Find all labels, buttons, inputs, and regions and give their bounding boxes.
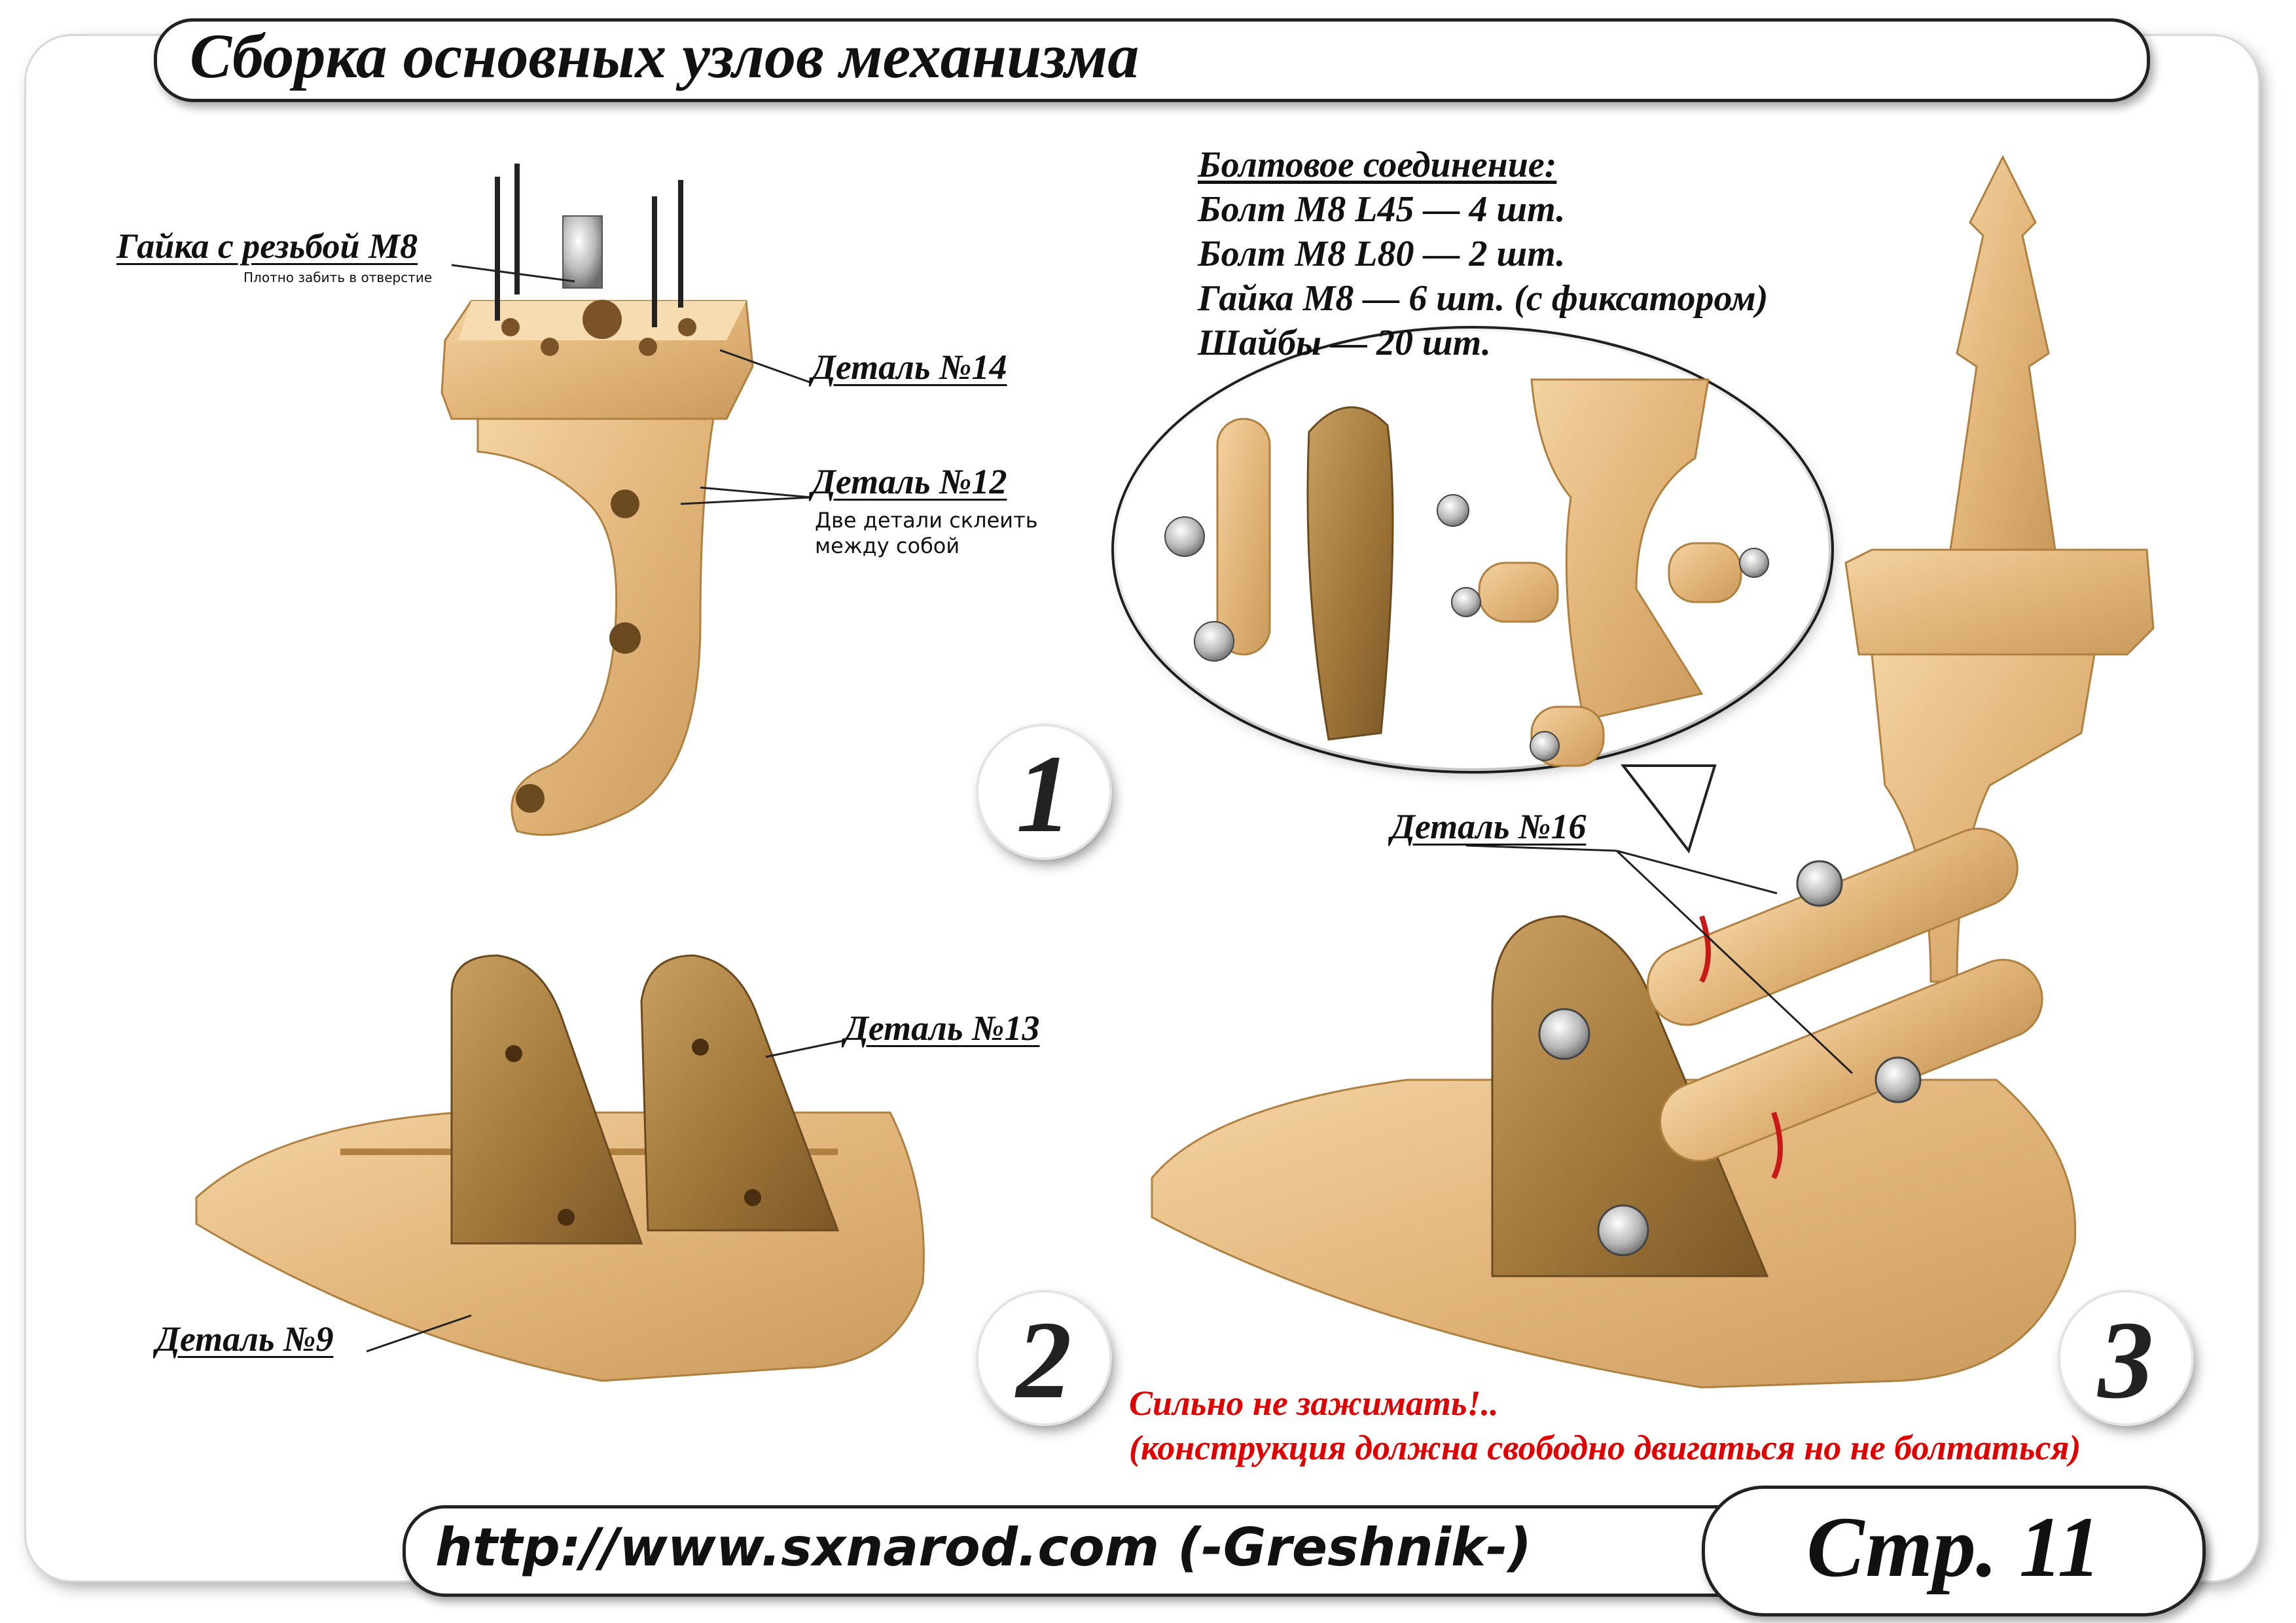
warning-line-2: (конструкция должна свободно двигаться н…	[1129, 1428, 2081, 1467]
bolt-list-item: Болт М8 L80 — 2 шт.	[1198, 234, 1566, 274]
bolt-connection-list: Болтовое соединение: Болт М8 L45 — 4 шт.…	[1198, 143, 1768, 365]
label-part-16: Деталь №16	[1391, 807, 1587, 846]
footer-url[interactable]: http://www.sxnarod.com (-Greshnik-)	[435, 1517, 1532, 1578]
step-badge-1: 1	[978, 726, 1109, 857]
label-part-14: Деталь №14	[812, 348, 1007, 387]
label-part-12: Деталь №12	[812, 462, 1007, 501]
step-number: 2	[1016, 1298, 1072, 1421]
label-nut-m8: Гайка с резьбой М8	[117, 226, 418, 266]
warning-note: Сильно не зажимать!.. (конструкция должн…	[1129, 1381, 2081, 1470]
bolt-list-item: Болт М8 L45 — 4 шт.	[1198, 189, 1566, 230]
label-part-12-note-2: между собой	[815, 533, 960, 558]
warning-line-1: Сильно не зажимать!..	[1129, 1383, 1499, 1423]
step-number: 3	[2098, 1298, 2154, 1421]
bolt-list-heading: Болтовое соединение:	[1198, 145, 1557, 185]
figure-1-parts-14-12	[440, 164, 812, 836]
detail-zoom-ellipse	[1111, 326, 1834, 854]
label-part-9: Деталь №9	[156, 1319, 334, 1359]
title-bar	[154, 18, 2150, 102]
label-nut-note: Плотно забить в отверстие	[243, 270, 433, 285]
page-title: Сборка основных узлов механизма	[190, 21, 1139, 91]
page-number: Стр. 11	[1806, 1499, 2101, 1595]
label-part-13: Деталь №13	[844, 1008, 1040, 1048]
bolt-list-item: Гайка М8 — 6 шт. (с фиксатором)	[1198, 278, 1768, 319]
figure-2-parts-9-13	[195, 954, 925, 1382]
step-badge-2: 2	[978, 1293, 1109, 1423]
step-number: 1	[1016, 732, 1072, 855]
label-part-12-note-1: Две детали склеить	[815, 508, 1038, 533]
page-number-badge: Стр. 11	[1702, 1486, 2206, 1616]
bolt-list-item: Шайбы — 20 шт.	[1198, 323, 1491, 363]
figure-3-assembly	[1151, 154, 2155, 1389]
step-badge-3: 3	[2060, 1293, 2191, 1423]
